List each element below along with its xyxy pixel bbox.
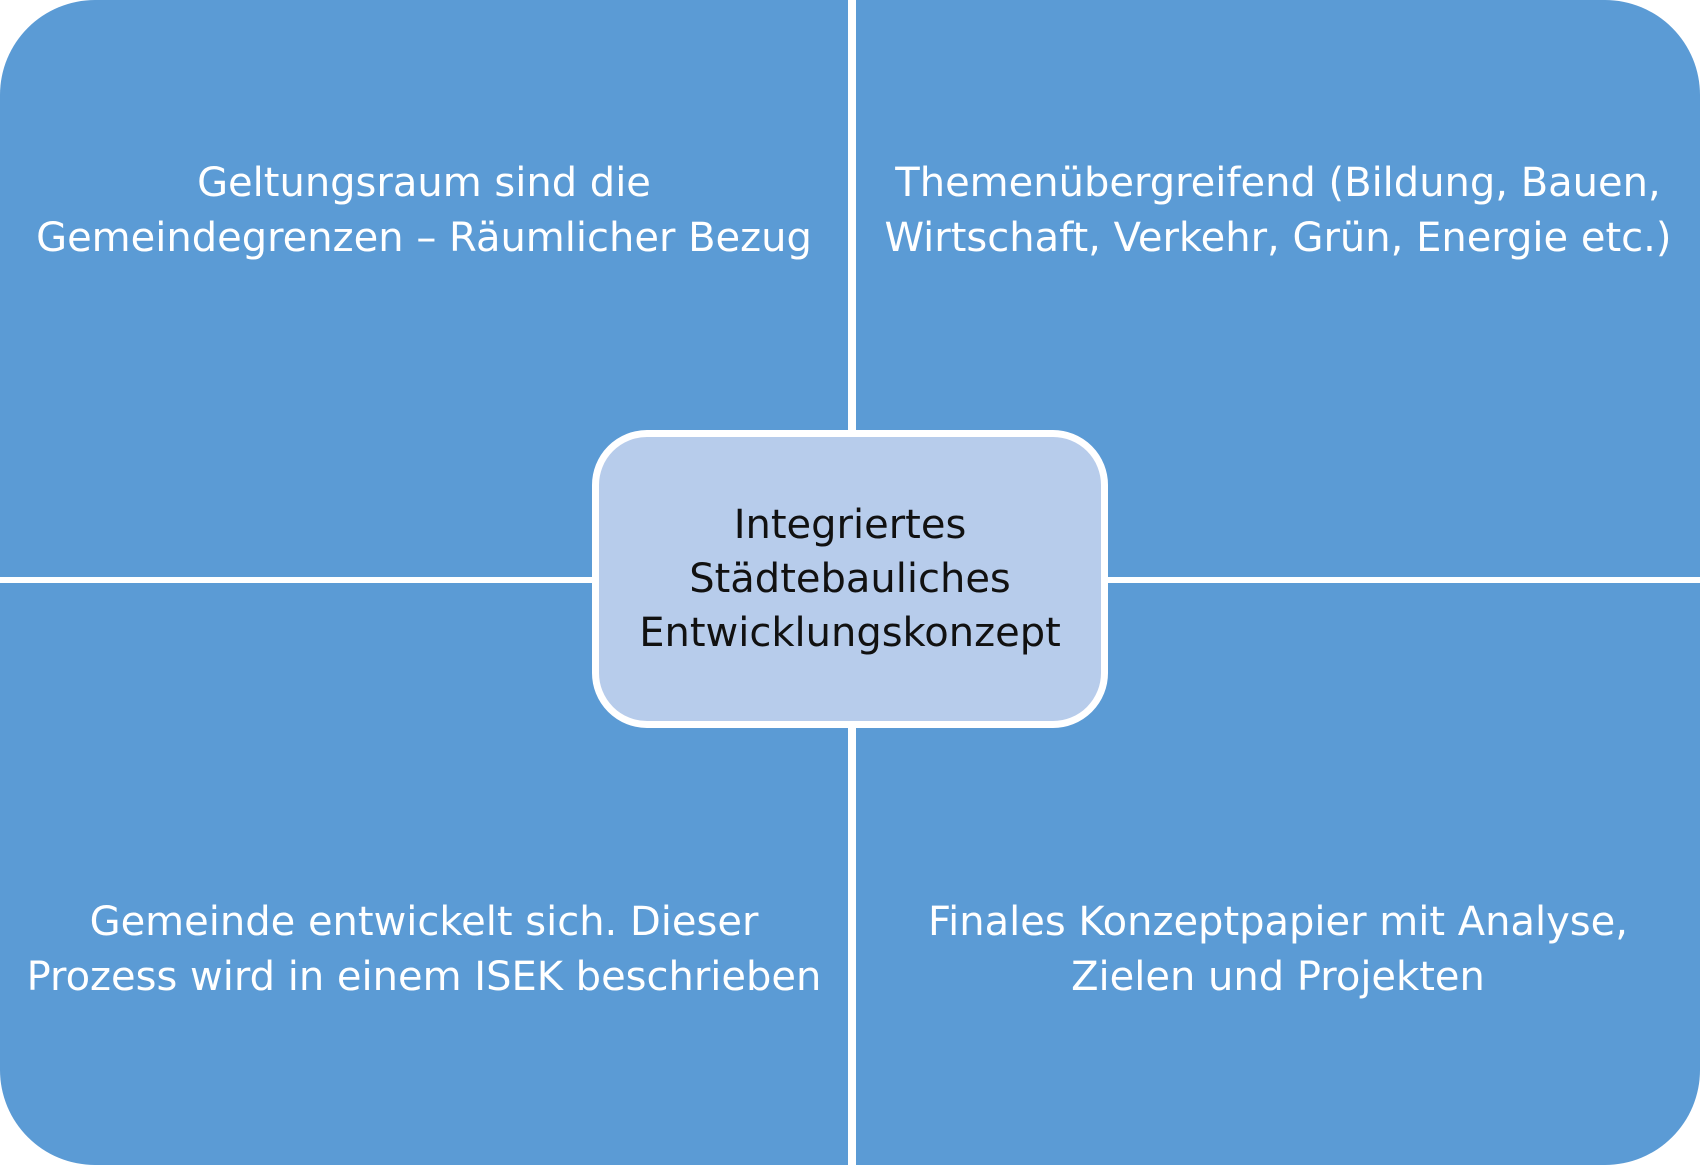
quadrant-top-right-text: Themenübergreifend (Bildung, Bauen, Wirt… xyxy=(884,160,1672,261)
quadrant-bottom-right-text: Finales Konzeptpapier mit Analyse, Ziele… xyxy=(928,899,1628,1000)
quadrant-top-left-text: Geltungsraum sind die Gemeindegrenzen – … xyxy=(36,160,812,261)
quadrant-bottom-left-text: Gemeinde entwickelt sich. Dieser Prozess… xyxy=(26,899,822,1000)
quadrant-top-left: Geltungsraum sind die Gemeindegrenzen – … xyxy=(0,0,848,577)
center-concept-box: Integriertes Städtebauliches Entwicklung… xyxy=(592,430,1108,728)
